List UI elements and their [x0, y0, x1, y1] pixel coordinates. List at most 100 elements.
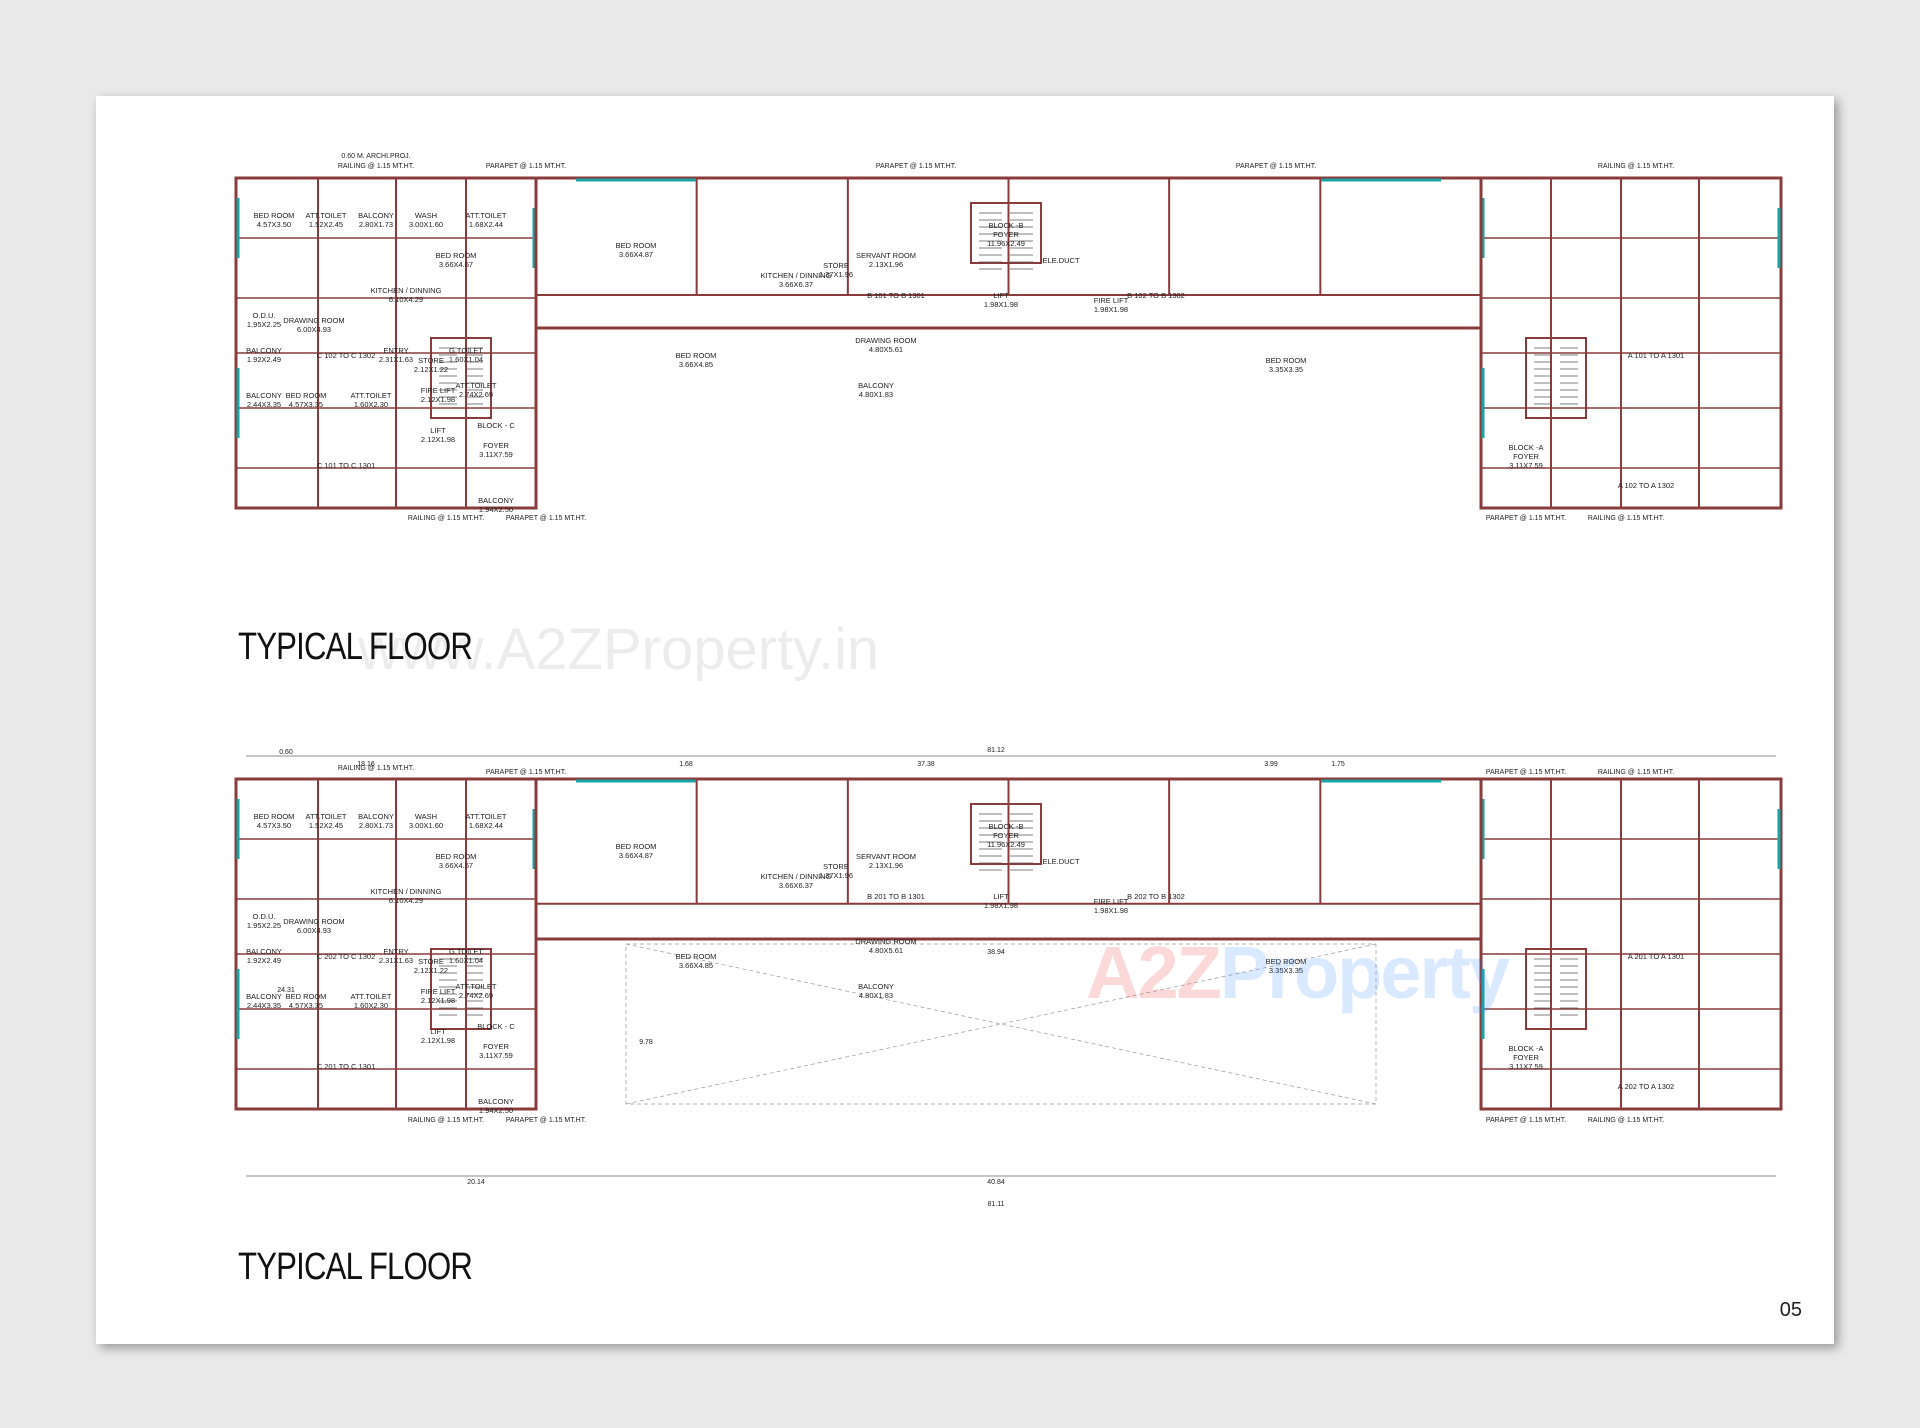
room-label: BED ROOM [1266, 356, 1307, 365]
room-label: 4.80X5.61 [869, 946, 903, 955]
room-label: 4.57X3.35 [289, 400, 323, 409]
room-label: A 201 TO A 1301 [1628, 952, 1684, 961]
room-label: 3.00X1.60 [409, 821, 443, 830]
annotation-label: RAILING @ 1.15 MT.HT. [1588, 515, 1664, 522]
room-label: BLOCK -B [988, 822, 1023, 831]
room-label: C 201 TO C 1301 [317, 1062, 376, 1071]
room-label: 1.60X2.30 [354, 1001, 388, 1010]
room-label: WASH [415, 211, 437, 220]
room-label: ATT.TOILET [466, 211, 507, 220]
room-label: BED ROOM [286, 391, 327, 400]
room-label: ELE.DUCT [1042, 857, 1080, 866]
room-label: 2.80X1.73 [359, 220, 393, 229]
room-label: KITCHEN / DINNING [371, 286, 442, 295]
room-label: 3.66X4.57 [439, 260, 473, 269]
room-label: 3.66X4.57 [439, 861, 473, 870]
room-label: ATT.TOILET [306, 812, 347, 821]
room-label: BALCONY [858, 982, 894, 991]
room-label: 3.66X4.85 [679, 961, 713, 970]
room-label: ENTRY [383, 346, 408, 355]
dimension-label: 24.31 [277, 987, 295, 994]
floor-plan-drawing: BED ROOM4.57X3.50ATT.TOILET1.52X2.45BALC… [234, 153, 1783, 522]
room-label: FIRE LIFT [1094, 296, 1129, 305]
room-label: FOYER [993, 831, 1019, 840]
courtyard-diagonal [625, 943, 1377, 1105]
dimension-label: 1.75 [1331, 761, 1345, 768]
room-label: STORE [823, 261, 849, 270]
room-label: 1.37X1.96 [819, 270, 853, 279]
annotation-label: RAILING @ 1.15 MT.HT. [408, 515, 484, 522]
room-label: BALCONY [358, 812, 394, 821]
room-label: 4.80X1.83 [859, 390, 893, 399]
room-label: 1.60X2.30 [354, 400, 388, 409]
dimension-label: 81.11 [988, 1201, 1005, 1208]
annotation-label: PARAPET @ 1.15 MT.HT. [486, 163, 566, 170]
room-outline [1479, 777, 1783, 1111]
room-label: 2.44X3.35 [247, 1001, 281, 1010]
dimension-label: 38.94 [987, 949, 1005, 956]
annotation-label: RAILING @ 1.15 MT.HT. [338, 163, 414, 170]
room-label: BALCONY [358, 211, 394, 220]
annotation-label: PARAPET @ 1.15 MT.HT. [506, 515, 586, 522]
room-label: FIRE LIFT [421, 987, 456, 996]
room-label: 3.66X4.87 [619, 250, 653, 259]
room-label: O.D.U. [253, 311, 276, 320]
room-label: 3.00X1.60 [409, 220, 443, 229]
room-label: A 102 TO A 1302 [1618, 481, 1674, 490]
room-label: G.TOILET [449, 947, 483, 956]
room-label: 2.12X1.98 [421, 395, 455, 404]
room-label: 1.94X2.50 [479, 505, 513, 514]
room-label: 1.98X1.98 [984, 300, 1018, 309]
floor-plan-drawing: BED ROOM4.57X3.50ATT.TOILET1.52X2.45BALC… [234, 747, 1783, 1208]
room-label: LIFT [993, 291, 1009, 300]
dimension-label: 3.99 [1264, 761, 1278, 768]
room-label: BED ROOM [676, 351, 717, 360]
annotation-label: RAILING @ 1.15 MT.HT. [1588, 1117, 1664, 1124]
room-label: 3.66X4.85 [679, 360, 713, 369]
room-label: 1.98X1.98 [1094, 305, 1128, 314]
room-outline [1525, 948, 1587, 1030]
room-label: ATT.TOILET [306, 211, 347, 220]
room-label: 1.95X2.25 [247, 320, 281, 329]
room-label: DRAWING ROOM [283, 917, 344, 926]
dimension-label: 0.60 [279, 749, 293, 756]
watermark-logo-a: A2Z [1086, 931, 1222, 1014]
dimension-label: 18.16 [357, 761, 375, 768]
room-label: 1.60X1.04 [449, 355, 483, 364]
room-label: BED ROOM [616, 842, 657, 851]
watermark-text: www.A2ZProperty.in [358, 617, 880, 682]
room-label: 1.98X1.98 [1094, 906, 1128, 915]
room-label: 1.92X2.49 [247, 355, 281, 364]
room-label: 1.94X2.50 [479, 1106, 513, 1115]
room-label: 2.13X1.96 [869, 260, 903, 269]
room-label: 1.60X1.04 [449, 956, 483, 965]
room-label: 6.10X4.29 [389, 295, 423, 304]
room-label: 11.96X2.49 [987, 239, 1025, 248]
room-label: B 201 TO B 1301 [867, 892, 925, 901]
room-label: LIFT [993, 892, 1009, 901]
room-label: B 101 TO B 1301 [867, 291, 925, 300]
room-label: 2.13X1.96 [869, 861, 903, 870]
room-label: 3.11X7.59 [1509, 461, 1543, 470]
room-label: DRAWING ROOM [855, 937, 916, 946]
room-label: C 101 TO C 1301 [317, 461, 376, 470]
room-label: BED ROOM [286, 992, 327, 1001]
room-label: BED ROOM [436, 852, 477, 861]
annotation-label: PARAPET @ 1.15 MT.HT. [1486, 769, 1566, 776]
room-label: STORE [418, 356, 444, 365]
dimension-label: 20.14 [467, 1179, 485, 1186]
room-label: 1.52X2.45 [309, 821, 343, 830]
room-label: BALCONY [246, 346, 282, 355]
dimension-label: 40.84 [987, 1179, 1005, 1186]
annotation-label: RAILING @ 1.15 MT.HT. [338, 765, 414, 772]
room-label: ELE.DUCT [1042, 256, 1080, 265]
room-label: BALCONY [858, 381, 894, 390]
room-label: BED ROOM [436, 251, 477, 260]
page-number: 05 [1779, 1299, 1802, 1321]
room-label: BLOCK -B [988, 221, 1023, 230]
room-label: 6.10X4.29 [389, 896, 423, 905]
room-label: G.TOILET [449, 346, 483, 355]
